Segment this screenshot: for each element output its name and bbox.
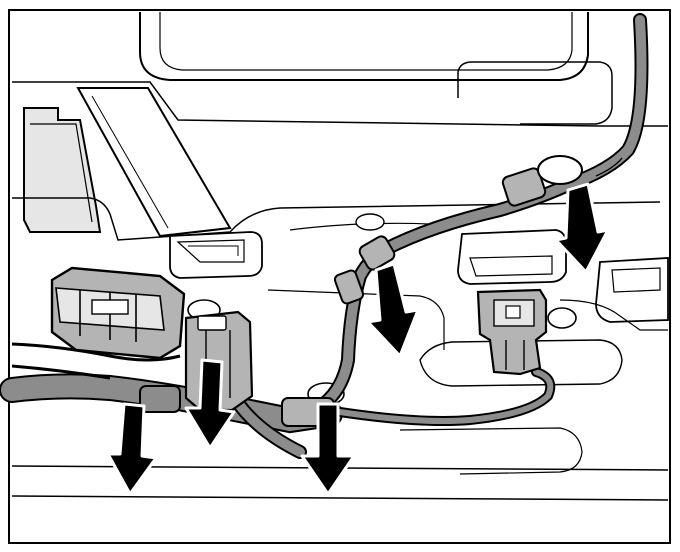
left-pillar — [12, 81, 668, 127]
harness-branch-center-fill — [295, 15, 647, 421]
harness-band-left — [139, 385, 181, 413]
grommet-edge — [595, 157, 623, 177]
harness-loop-right-fill — [337, 369, 554, 424]
left-box-face — [30, 123, 93, 223]
floor-panel-top — [12, 197, 661, 241]
thin-wire-2 — [11, 364, 111, 380]
arrow-left-bottom — [106, 402, 158, 496]
floor-ridge-3 — [559, 299, 668, 331]
floor-recess — [419, 339, 623, 387]
floor-bracket-far-right-slot — [611, 267, 661, 293]
sill-line-2 — [11, 495, 669, 501]
floor-rail-left-slot2 — [188, 245, 239, 256]
floor-rail-right-slot — [469, 255, 553, 277]
arrow-center-upper — [366, 262, 420, 358]
upper-trim-inner — [159, 12, 573, 71]
harness-clip-upper-right — [501, 167, 547, 207]
right-bracket-panel — [457, 61, 613, 125]
thin-wire-1 — [11, 342, 181, 362]
strap-inner-line — [91, 95, 169, 229]
arrow-upper-right — [554, 182, 610, 274]
floor-ridge-low — [399, 427, 583, 475]
bolt-hole-right — [547, 307, 577, 329]
upper-trim-panel — [139, 12, 589, 81]
harness-clip-mid-left — [333, 269, 365, 305]
harness-clip-upper-mid — [358, 235, 396, 271]
connector-large-left — [50, 266, 186, 360]
connector-right — [476, 288, 548, 376]
left-box — [23, 107, 102, 233]
arrow-center-bottom — [300, 402, 356, 496]
floor-ridge-2 — [267, 289, 445, 350]
bolt-hole-top-center — [355, 213, 385, 231]
arrow-left-mid — [184, 358, 236, 450]
diagonal-strap — [76, 87, 232, 238]
harness-grommet-top — [537, 155, 583, 185]
